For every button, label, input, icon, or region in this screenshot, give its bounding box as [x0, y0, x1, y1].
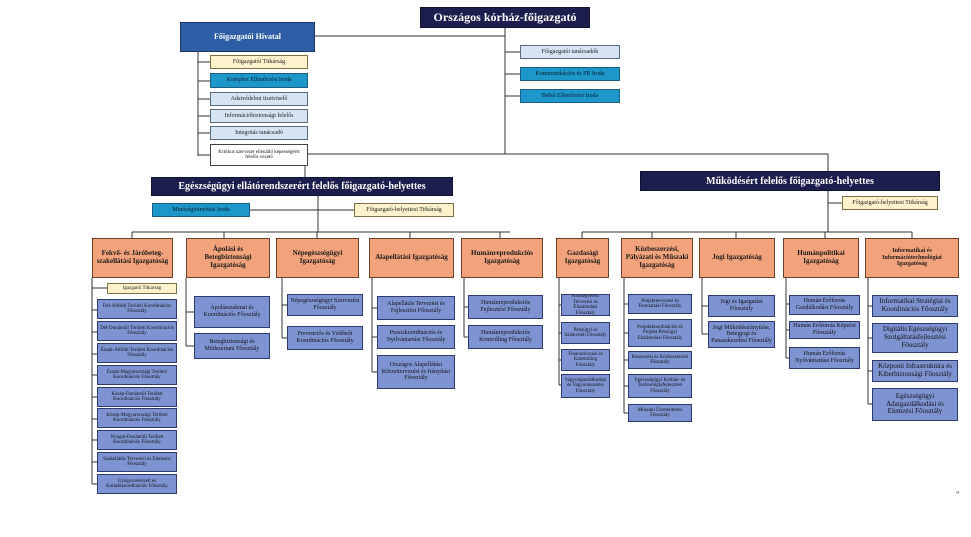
- deputy-ops-secretariat: Főigazgató-helyettesi Titkárság: [842, 196, 938, 210]
- informatikai-unit: Egészségügyi Adatgazdálkodási és Elemzés…: [872, 388, 958, 421]
- directorate-humanreprodukcios: Humánreprodukciós Igazgatóság: [461, 238, 543, 278]
- quality-office-box: Minőségirányítási Iroda: [152, 203, 250, 217]
- fekvo-unit: Dél-Dunántúli Területi Koordinációs Főos…: [97, 321, 177, 341]
- kozbeszerzesi-unit: Beszerzési és Közbeszerzési Főosztály: [628, 351, 692, 369]
- kozbeszerzesi-unit: Projekttervezési és Fenntartási Főosztál…: [628, 294, 692, 314]
- fekvo-secretariat: Igazgatói Titkárság: [107, 283, 177, 294]
- deputy-health-box: Egészségügyi ellátórendszerért felelős f…: [151, 177, 453, 196]
- directorate-jogi: Jogi Igazgatóság: [699, 238, 775, 278]
- fekvo-unit: Nyugat-Dunántúli Területi Koordinációs F…: [97, 430, 177, 450]
- office-box: Főigazgatói Hivatal: [180, 22, 315, 52]
- ceo-unit: Főigazgatói tanácsadók: [520, 45, 620, 59]
- fekvo-unit: Dél-Alföldi Területi Koordinációs Főoszt…: [97, 299, 177, 319]
- gazdasagi-unit: Pénzügyi és Számviteli Főosztály: [561, 322, 610, 344]
- fekvo-unit: Észak-Magyarországi Területi Koordináció…: [97, 365, 177, 385]
- office-unit: Főigazgatói Titkárság: [210, 55, 308, 69]
- directorate-kozbeszerzesi: Közbeszerzési, Pályázati és Műszaki Igaz…: [621, 238, 693, 278]
- fekvo-unit: Észak-Alföldi Területi Koordinációs Főos…: [97, 343, 177, 363]
- office-unit: Információbiztonsági felelős: [210, 109, 308, 123]
- gazdasagi-unit: Finanszírozási és Kontrolling Főosztály: [561, 349, 610, 371]
- directorate-informatikai: Informatikai és Információtechnológiai I…: [865, 238, 959, 278]
- apolasi-unit: Betegbiztonsági és Módszertani Főosztály: [194, 333, 270, 359]
- humanreprodukcios-unit: Humánreprodukciós Kontrolling Főosztály: [468, 325, 543, 349]
- fekvo-unit: Közép-Dunántúli Területi Koordinációs Fő…: [97, 387, 177, 407]
- nepegeszsegugyi-unit: Prevenciós és Védőnői Koordinációs Főosz…: [287, 326, 363, 350]
- jogi-unit: Jogi Működésirányítási, Betegjogi és Pan…: [708, 321, 775, 348]
- office-unit: Komplex Ellenőrzési Iroda: [210, 73, 308, 88]
- alapellatasi-unit: Országos Alapellátási Körzettervezési és…: [377, 355, 455, 389]
- humanreprodukcios-unit: Humánreprodukciós Fejlesztési Főosztály: [468, 295, 543, 319]
- kozbeszerzesi-unit: Egészségügyi Kórház- és Technológiafejle…: [628, 374, 692, 398]
- footnote-mark: ": [956, 490, 960, 500]
- office-unit: Integritás tanácsadó: [210, 126, 308, 140]
- humanpolitikai-unit: Humán Erőforrás Nyilvántartási Főosztály: [789, 347, 860, 369]
- apolasi-unit: Ápolásszakmai és Koordinációs Főosztály: [194, 296, 270, 328]
- directorate-gazdasagi: Gazdasági Igazgatóság: [556, 238, 609, 278]
- office-unit: Adatvédelmi tisztviselő: [210, 92, 308, 106]
- humanpolitikai-unit: Humán Erőforrás Gazdálkodási Főosztály: [789, 295, 860, 315]
- deputy-health-secretariat: Főigazgató-helyettesi Titkárság: [354, 203, 454, 217]
- kozbeszerzesi-unit: Projektkoordinációs és Projekt Pénzügyi …: [628, 319, 692, 347]
- office-unit: Kritikus szervezet ellenálló képességéér…: [210, 144, 308, 166]
- gazdasagi-unit: Vagyongazdálkodási és Vagyonkezelési Főo…: [561, 374, 610, 398]
- deputy-ops-box: Működésért felelős főigazgató-helyettes: [640, 171, 940, 191]
- kozbeszerzesi-unit: Műszaki Üzemeltetési Főosztály: [628, 404, 692, 422]
- jogi-unit: Jogi és Igazgatási Főosztály: [708, 295, 775, 317]
- informatikai-unit: Informatikai Stratégiai és Koordinációs …: [872, 295, 958, 317]
- directorate-nepegeszsegugyi: Népegészségügyi Igazgatóság: [276, 238, 359, 278]
- gazdasagi-unit: Költségvetési Tervezési és Elszámolási F…: [561, 294, 610, 316]
- directorate-apolasi: Ápolási és Betegbiztonsági Igazgatóság: [186, 238, 270, 278]
- informatikai-unit: Digitális Egészségügyi Szolgáltatásfejle…: [872, 323, 958, 353]
- fekvo-unit: Szakellátás Tervezési és Elemzési Főoszt…: [97, 452, 177, 472]
- ceo-unit: Belső Ellenőrzési Iroda: [520, 89, 620, 103]
- nepegeszsegugyi-unit: Népegészségügyi Szervezési Főosztály: [287, 294, 363, 316]
- fekvo-unit: Közép-Magyarországi Területi Koordináció…: [97, 408, 177, 428]
- fekvo-unit: Gyógyszerészeti és Kutatáskoordinációs F…: [97, 474, 177, 494]
- alapellatasi-unit: Alapellátás Tervezési és Fejlesztési Főo…: [377, 296, 455, 320]
- informatikai-unit: Központi Infrastruktúra és Kiberbiztonsá…: [872, 360, 958, 382]
- directorate-fekvo: Fekvő- és Járóbeteg-szakellátási Igazgat…: [92, 238, 173, 278]
- ceo-unit: Kommunikációs és PR Iroda: [520, 67, 620, 81]
- alapellatasi-unit: Praxiskoordinációs és Nyilvántartási Főo…: [377, 325, 455, 349]
- humanpolitikai-unit: Humán Erőforrás Képzési Főosztály: [789, 321, 860, 339]
- ceo-box: Országos kórház-főigazgató: [420, 7, 590, 28]
- directorate-humanpolitikai: Humánpolitikai Igazgatóság: [783, 238, 859, 278]
- directorate-alapellatasi: Alapellátási Igazgatóság: [369, 238, 454, 278]
